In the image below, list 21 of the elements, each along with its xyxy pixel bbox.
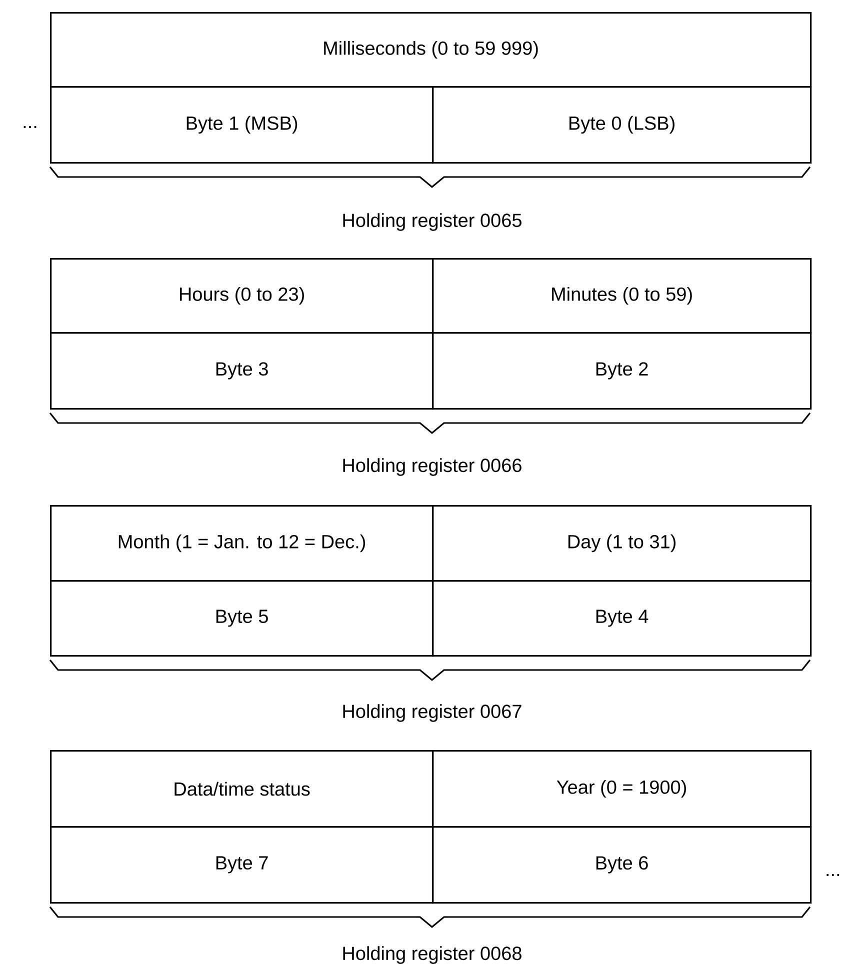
table-cell: Hours (0 to 23): [50, 258, 434, 334]
register-label: Holding register 0065: [343, 213, 522, 231]
table-cell: Byte 7: [50, 826, 434, 904]
table-cell: Byte 4: [432, 580, 812, 657]
register-label: Holding register 0068: [343, 946, 522, 964]
table-cell: Byte 0 (LSB): [432, 86, 812, 164]
table-cell: Month (1 = Jan. to 12 = Dec.): [50, 505, 434, 582]
register-label: Holding register 0066: [343, 458, 522, 476]
register-label: Holding register 0067: [343, 704, 522, 722]
ellipsis: ...: [826, 874, 840, 876]
table-cell: Data/time status: [50, 750, 434, 828]
table-cell: Byte 6: [432, 826, 812, 904]
table-cell: Byte 1 (MSB): [50, 86, 434, 164]
ellipsis: ...: [24, 126, 36, 128]
table-cell: Byte 3: [50, 332, 434, 410]
table-cell: Byte 5: [50, 580, 434, 657]
table-cell: Milliseconds (0 to 59 999): [50, 12, 812, 88]
table-cell: Day (1 to 31): [432, 505, 812, 582]
table-cell: Minutes (0 to 59): [432, 258, 812, 334]
table-cell: Year (0 = 1900): [432, 750, 812, 828]
table-cell: Byte 2: [432, 332, 812, 410]
